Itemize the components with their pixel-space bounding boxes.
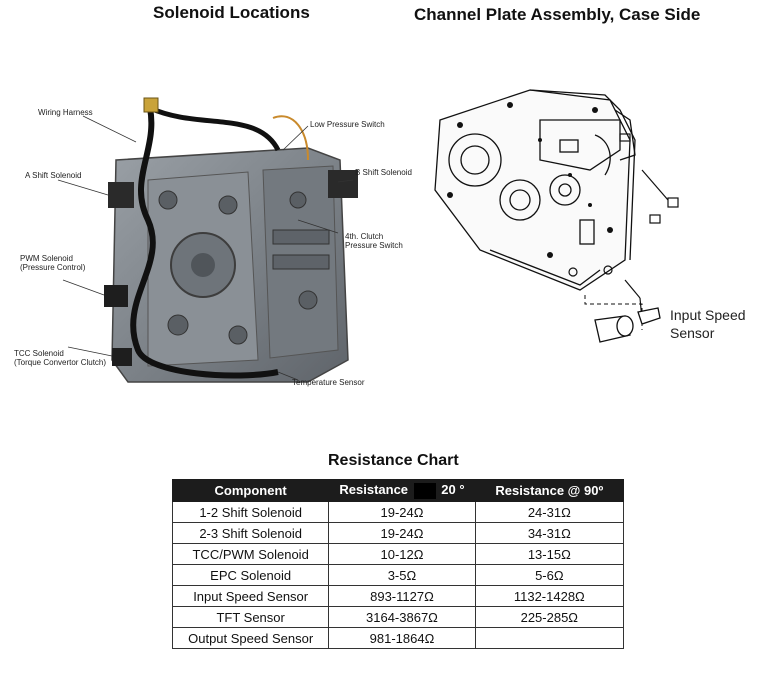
header-resistance-20-temp: 20 ° bbox=[441, 482, 465, 498]
table-row: TCC/PWM Solenoid 10-12Ω 13-15Ω bbox=[171, 543, 625, 565]
header-resistance-90: Resistance @ 90º bbox=[474, 479, 625, 502]
fourth-clutch-switch-label: 4th. Clutch Pressure Switch bbox=[345, 232, 403, 250]
a-shift-solenoid-label: A Shift Solenoid bbox=[25, 171, 82, 180]
b-shift-solenoid-label: B Shift Solenoid bbox=[355, 168, 412, 177]
cell-resistance-90: 1132-1428Ω bbox=[474, 585, 625, 607]
cell-component: TFT Sensor bbox=[171, 606, 330, 628]
valve-body-photo bbox=[57, 97, 358, 383]
channel-plate-title: Channel Plate Assembly, Case Side bbox=[414, 5, 701, 24]
solenoid-locations-title: Solenoid Locations bbox=[153, 3, 310, 22]
tcc-solenoid bbox=[112, 348, 132, 366]
cell-resistance-20: 3164-3867Ω bbox=[328, 606, 476, 628]
fourth-clutch-line2: Pressure Switch bbox=[345, 241, 403, 250]
wiring-harness bbox=[130, 107, 279, 379]
tcc-solenoid-label: TCC Solenoid (Torque Convertor Clutch) bbox=[14, 349, 106, 367]
tcc-line2: (Torque Convertor Clutch) bbox=[14, 358, 107, 367]
header-resistance-20-label: Resistance bbox=[339, 482, 409, 498]
a-shift-solenoid bbox=[108, 182, 134, 208]
wiring-harness-label: Wiring Harness bbox=[38, 108, 93, 117]
table-row: 2-3 Shift Solenoid 19-24Ω 34-31Ω bbox=[171, 522, 625, 544]
table-row: TFT Sensor 3164-3867Ω 225-285Ω bbox=[171, 606, 625, 628]
cell-resistance-90: 13-15Ω bbox=[474, 543, 625, 565]
table-row: Input Speed Sensor 893-1127Ω 1132-1428Ω bbox=[171, 585, 625, 607]
header-resistance-90-temp: 90º bbox=[584, 483, 604, 498]
header-resistance-90-label: Resistance @ bbox=[495, 483, 581, 498]
input-speed-sensor-label: Input Speed Sensor bbox=[670, 306, 746, 342]
tcc-line1: TCC Solenoid bbox=[14, 349, 64, 358]
cell-component: 2-3 Shift Solenoid bbox=[171, 522, 330, 544]
input-speed-line1: Input Speed bbox=[670, 307, 746, 323]
header-component: Component bbox=[171, 479, 330, 502]
input-speed-sensor bbox=[594, 307, 661, 343]
cell-resistance-20: 893-1127Ω bbox=[328, 585, 476, 607]
cell-resistance-20: 19-24Ω bbox=[328, 501, 476, 523]
input-speed-line2: Sensor bbox=[670, 325, 715, 341]
resistance-table: Component Resistance 20 ° Resistance @ 9… bbox=[171, 479, 625, 649]
table-row: 1-2 Shift Solenoid 19-24Ω 24-31Ω bbox=[171, 501, 625, 523]
cell-component: Output Speed Sensor bbox=[171, 627, 330, 649]
pwm-solenoid-label: PWM Solenoid (Pressure Control) bbox=[20, 254, 85, 272]
cell-component: 1-2 Shift Solenoid bbox=[171, 501, 330, 523]
cell-resistance-20: 10-12Ω bbox=[328, 543, 476, 565]
low-pressure-switch-label: Low Pressure Switch bbox=[310, 120, 385, 129]
channel-plate-drawing bbox=[434, 89, 679, 343]
table-row: EPC Solenoid 3-5Ω 5-6Ω bbox=[171, 564, 625, 586]
header-resistance-20: Resistance 20 ° bbox=[328, 479, 476, 502]
cell-resistance-20: 981-1864Ω bbox=[328, 627, 476, 649]
cell-resistance-90: 5-6Ω bbox=[474, 564, 625, 586]
cell-resistance-90: 225-285Ω bbox=[474, 606, 625, 628]
b-shift-solenoid bbox=[328, 170, 358, 198]
pwm-line2: (Pressure Control) bbox=[20, 263, 86, 272]
temperature-sensor-label: Temperature Sensor bbox=[292, 378, 365, 387]
table-header-row: Component Resistance 20 ° Resistance @ 9… bbox=[171, 479, 625, 502]
fourth-clutch-line1: 4th. Clutch bbox=[345, 232, 384, 241]
pwm-solenoid bbox=[104, 285, 128, 307]
cell-component: EPC Solenoid bbox=[171, 564, 330, 586]
table-row: Output Speed Sensor 981-1864Ω bbox=[171, 627, 625, 649]
cell-component: Input Speed Sensor bbox=[171, 585, 330, 607]
redaction-box bbox=[413, 482, 436, 499]
cell-resistance-20: 3-5Ω bbox=[328, 564, 476, 586]
resistance-chart-title: Resistance Chart bbox=[328, 452, 459, 469]
cell-resistance-20: 19-24Ω bbox=[328, 522, 476, 544]
pwm-line1: PWM Solenoid bbox=[20, 254, 73, 263]
cell-resistance-90: 24-31Ω bbox=[474, 501, 625, 523]
cell-resistance-90 bbox=[474, 627, 625, 649]
cell-component: TCC/PWM Solenoid bbox=[171, 543, 330, 565]
cell-resistance-90: 34-31Ω bbox=[474, 522, 625, 544]
